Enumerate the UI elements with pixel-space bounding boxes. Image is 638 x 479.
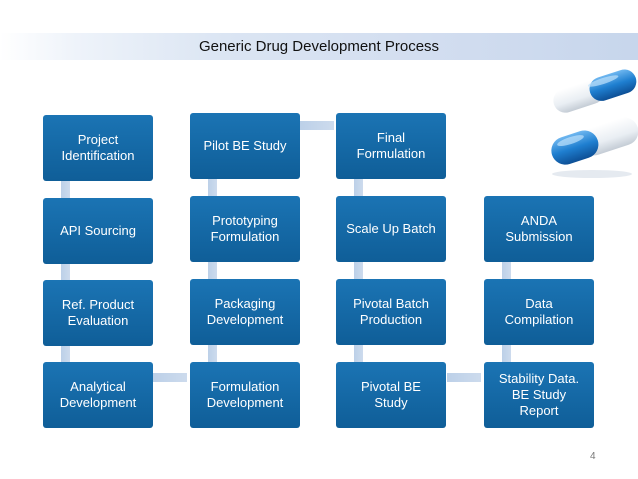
step-final-formulation: Final Formulation xyxy=(336,113,446,179)
page-number: 4 xyxy=(590,451,596,462)
slide-title: Generic Drug Development Process xyxy=(198,38,440,55)
step-anda-submission: ANDA Submission xyxy=(484,196,594,262)
step-scale-up-batch: Scale Up Batch xyxy=(336,196,446,262)
connector-pivotal-batch-to-be xyxy=(354,345,363,362)
step-pivotal-be-study: Pivotal BE Study xyxy=(336,362,446,428)
connector-analytical-to-formulation xyxy=(153,373,187,382)
step-formulation-development: Formulation Development xyxy=(190,362,300,428)
connector-project-to-api xyxy=(61,181,70,198)
connector-scaleup-to-pivotal-batch xyxy=(354,262,363,279)
step-pilot-be-study: Pilot BE Study xyxy=(190,113,300,179)
connector-data-to-anda xyxy=(502,262,511,279)
step-packaging-development: Packaging Development xyxy=(190,279,300,345)
capsule-pills-image xyxy=(546,64,638,181)
connector-final-to-scaleup xyxy=(354,179,363,196)
connector-pivotal-be-to-stability xyxy=(447,373,481,382)
step-analytical-development: Analytical Development xyxy=(43,362,153,428)
connector-ref-to-analytical xyxy=(61,346,70,363)
connector-api-to-ref xyxy=(61,263,70,280)
step-data-compilation: Data Compilation xyxy=(484,279,594,345)
step-prototyping-formulation: Prototyping Formulation xyxy=(190,196,300,262)
connector-stability-to-data xyxy=(502,345,511,362)
step-api-sourcing: API Sourcing xyxy=(43,198,153,264)
connector-packaging-to-prototyping xyxy=(208,262,217,279)
step-stability-data-report: Stability Data. BE Study Report xyxy=(484,362,594,428)
step-ref-product-evaluation: Ref. Product Evaluation xyxy=(43,280,153,346)
step-pivotal-batch-production: Pivotal Batch Production xyxy=(336,279,446,345)
connector-pilot-to-final xyxy=(300,121,334,130)
capsule-icon xyxy=(551,69,638,178)
connector-formulation-to-packaging xyxy=(208,345,217,362)
title-bar-background xyxy=(0,33,638,60)
connector-prototyping-to-pilot xyxy=(208,179,217,196)
step-project-identification: Project Identification xyxy=(43,115,153,181)
